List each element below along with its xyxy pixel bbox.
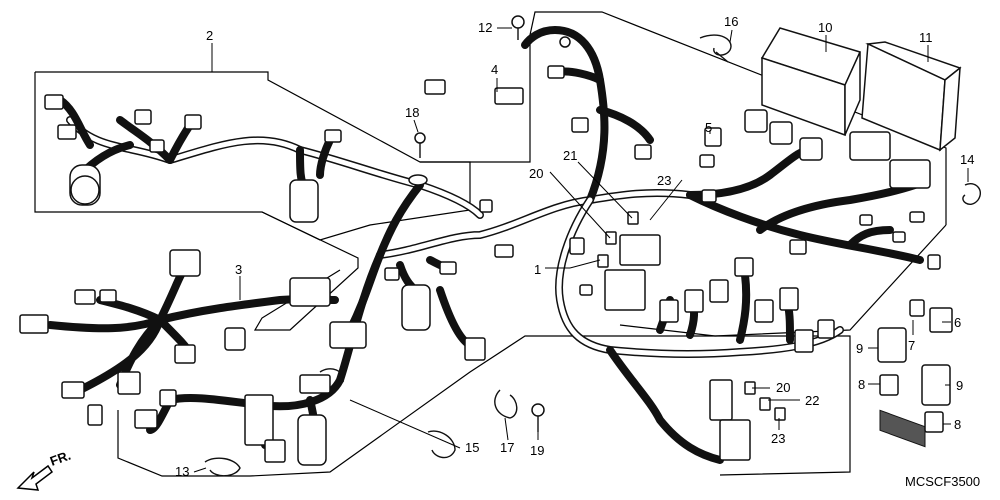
callout-21: 21 — [563, 148, 577, 163]
arrow-icon — [16, 464, 54, 491]
harness-wires — [46, 26, 924, 464]
connectors — [19, 65, 941, 463]
callout-1: 1 — [534, 262, 541, 277]
leader-lines — [193, 27, 969, 473]
relays — [597, 127, 953, 433]
callout-20a: 20 — [529, 166, 543, 181]
callout-11: 11 — [919, 30, 933, 45]
direction-label: FR. — [48, 448, 73, 469]
callout-15: 15 — [465, 440, 479, 455]
callout-10: 10 — [818, 20, 832, 35]
boundary-subharness-4 — [420, 11, 947, 225]
callout-18: 18 — [405, 105, 419, 120]
callout-2: 2 — [206, 28, 213, 43]
front-direction-arrow: FR. — [16, 448, 73, 491]
callout-labels: 1 2 3 4 5 6 7 8 8 9 9 10 11 12 13 14 15 … — [175, 14, 974, 479]
callout-23a: 23 — [657, 173, 671, 188]
callout-5: 5 — [705, 120, 712, 135]
callout-13: 13 — [175, 464, 189, 479]
fasteners — [204, 15, 982, 477]
callout-7: 7 — [908, 338, 915, 353]
callout-8a: 8 — [858, 377, 865, 392]
callout-12: 12 — [478, 20, 492, 35]
callout-3: 3 — [235, 262, 242, 277]
cylindrical-components — [69, 164, 431, 466]
callout-4: 4 — [491, 62, 498, 77]
callout-23b: 23 — [771, 431, 785, 446]
diagram-code: MCSCF3500 — [905, 474, 980, 489]
callout-6: 6 — [954, 315, 961, 330]
ecu-units — [760, 27, 962, 448]
boundary-main-harness — [619, 224, 947, 337]
callout-8b: 8 — [954, 417, 961, 432]
callout-17: 17 — [500, 440, 514, 455]
callout-20b: 20 — [776, 380, 790, 395]
callout-14: 14 — [960, 152, 974, 167]
callout-9b: 9 — [956, 378, 963, 393]
callout-19: 19 — [530, 443, 544, 458]
boundary-subharness-3 — [253, 211, 359, 331]
callout-16: 16 — [724, 14, 738, 29]
callout-9a: 9 — [856, 341, 863, 356]
callout-22: 22 — [805, 393, 819, 408]
relay-9a — [877, 327, 907, 363]
